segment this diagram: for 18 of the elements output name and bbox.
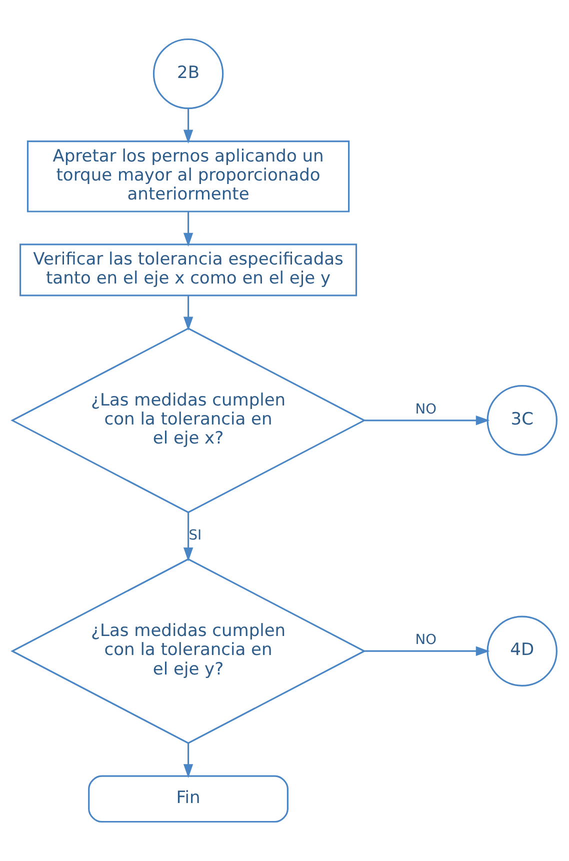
node-box: Fin [88,775,288,823]
arrow [183,212,194,247]
edge-label: NO [415,401,437,418]
node-circle: 3C [486,385,558,456]
arrow [183,512,194,562]
edge-label: SI [188,527,202,544]
node-diamond: ¿Las medidas cumplen con la tolerancia en el eje x? [10,328,366,514]
arrow [364,416,490,426]
node-circle: 4D [486,616,558,686]
node-circle: 2B [152,38,224,110]
arrow [183,743,194,778]
node-box: Apretar los pernos aplicando un torque mayor al proporcionado anteriormente [26,140,350,212]
arrow [183,296,194,331]
arrow [183,108,194,144]
node-diamond: ¿Las medidas cumplen con la tolerancia en el eje y? [10,558,366,744]
node-box: Verificar las tolerancia especificadas tanto en el eje x como en el eje y [20,244,358,296]
edge-label: NO [415,632,437,648]
arrow [364,646,490,656]
